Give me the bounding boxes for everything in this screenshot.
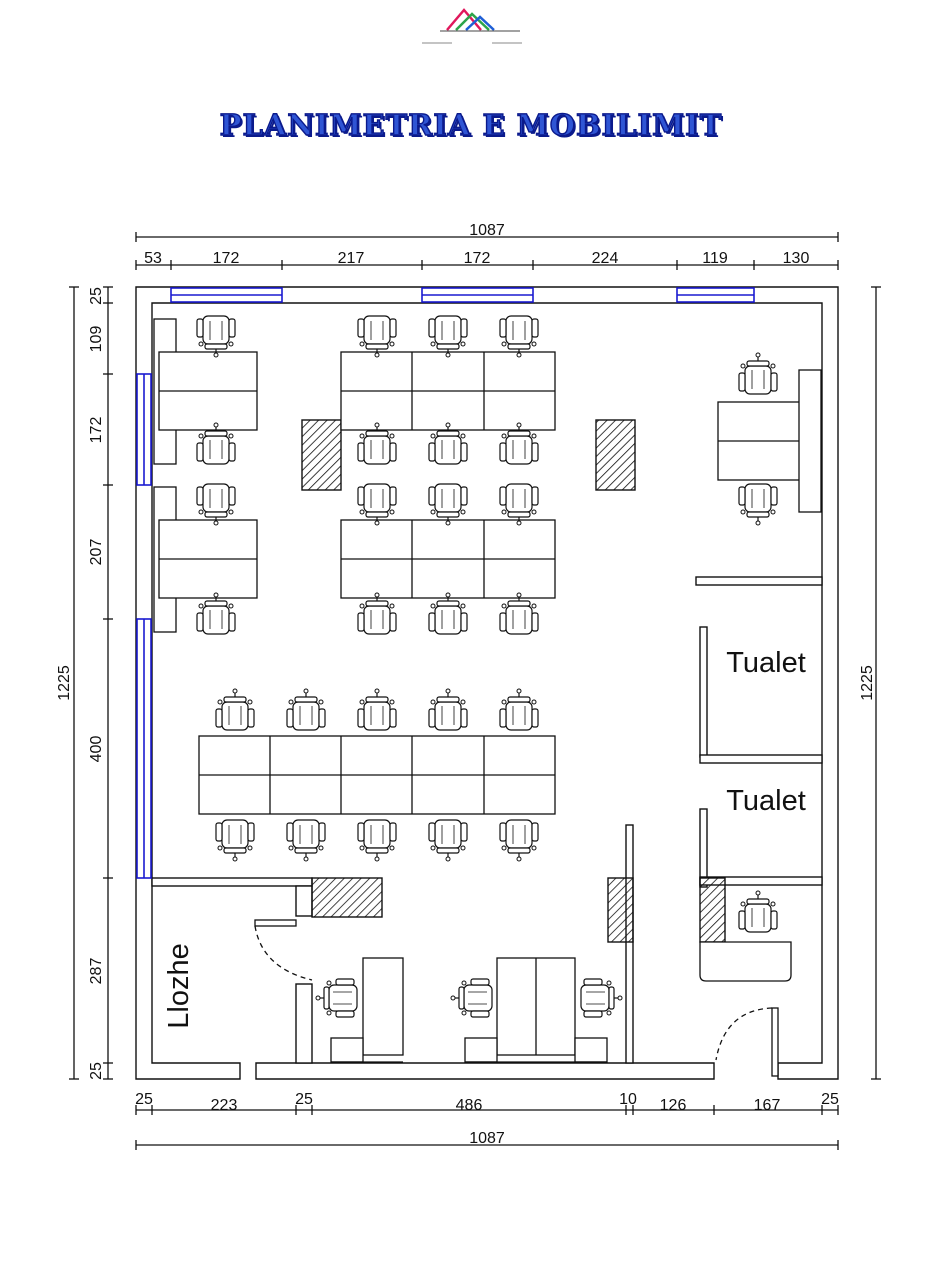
- office-chair: [428, 688, 468, 731]
- door-leaf: [771, 1007, 779, 1077]
- office-chair: [196, 315, 236, 358]
- desk-return: [574, 1037, 608, 1063]
- partition-wall: [699, 754, 823, 764]
- office-chair: [499, 688, 539, 731]
- office-chair: [499, 483, 539, 526]
- partition-wall: [625, 824, 634, 1064]
- dim-left-segment: 287: [88, 958, 105, 985]
- dim-bottom-total: 1087: [469, 1130, 505, 1147]
- dim-left-segment: 400: [88, 736, 105, 763]
- logo-icon: [422, 8, 522, 44]
- dim-top-total: 1087: [469, 222, 505, 239]
- dim-top-segment: 119: [702, 250, 728, 267]
- office-chair: [286, 819, 326, 862]
- office-chair: [286, 688, 326, 731]
- reception-counter: [699, 941, 792, 982]
- dim-top-segment: 130: [783, 250, 810, 267]
- partition-wall: [699, 626, 708, 758]
- partition-wall: [699, 808, 708, 888]
- door-swing: [254, 925, 313, 981]
- dim-bottom-segment: 25: [135, 1091, 153, 1108]
- room-label-lodge: Llozhe: [163, 943, 195, 1028]
- office-chair: [499, 315, 539, 358]
- plan-title: PLANIMETRIA E MOBILIMIT: [219, 107, 723, 142]
- office-chair: [428, 315, 468, 358]
- dim-bottom-segment: 25: [295, 1091, 313, 1108]
- dim-left-segment: 25: [88, 287, 105, 305]
- office-chair: [196, 592, 236, 635]
- column: [301, 419, 342, 491]
- partition-wall: [295, 983, 313, 1064]
- outer-wall: [135, 286, 839, 1080]
- column: [595, 419, 636, 491]
- office-chair: [428, 819, 468, 862]
- dim-right-total: 1225: [859, 665, 876, 701]
- dim-left-total: 1225: [56, 665, 73, 701]
- dim-bottom-segment: 126: [660, 1097, 687, 1114]
- dimension-lines: [69, 232, 881, 1150]
- door-swing: [715, 1007, 773, 1061]
- dim-bottom-segment: 167: [754, 1097, 781, 1114]
- dim-left-segment: 207: [88, 539, 105, 566]
- partition-wall: [695, 576, 823, 586]
- office-chair: [357, 819, 397, 862]
- dim-bottom-segment: 486: [456, 1097, 483, 1114]
- column: [311, 877, 383, 918]
- dim-left-segment: 109: [88, 326, 105, 353]
- office-chair: [738, 352, 778, 395]
- walls: [135, 286, 839, 1080]
- office-chair: [357, 592, 397, 635]
- office-chair: [499, 592, 539, 635]
- desk-return: [464, 1037, 498, 1063]
- desks: [153, 318, 822, 1063]
- column: [607, 877, 634, 943]
- office-chair: [499, 819, 539, 862]
- office-chair: [215, 688, 255, 731]
- desk: [362, 957, 404, 1056]
- dim-top-segment: 53: [144, 250, 162, 267]
- column: [699, 877, 726, 943]
- office-chair: [215, 819, 255, 862]
- office-chair: [450, 978, 493, 1018]
- door-leaf: [254, 919, 297, 927]
- outer-wall: [255, 1062, 715, 1080]
- room-label-toilet: Tualet: [726, 647, 806, 679]
- dim-top-segment: 217: [338, 250, 365, 267]
- office-chair: [428, 483, 468, 526]
- office-chair: [738, 890, 778, 933]
- office-chair: [738, 483, 778, 526]
- office-chair: [315, 978, 358, 1018]
- desk-return: [330, 1037, 364, 1063]
- dim-bottom-segment: 25: [821, 1091, 839, 1108]
- dim-bottom-segment: 10: [619, 1091, 637, 1108]
- room-label-toilet: Tualet: [726, 785, 806, 817]
- dim-left-segment: 25: [88, 1062, 105, 1080]
- office-chair: [428, 592, 468, 635]
- dim-top-segment: 172: [213, 250, 240, 267]
- cabinet: [798, 369, 822, 513]
- office-chair: [357, 483, 397, 526]
- windows: [136, 287, 755, 879]
- office-chair: [357, 315, 397, 358]
- columns: [301, 419, 726, 943]
- dim-top-segment: 172: [464, 250, 491, 267]
- partition-wall: [151, 877, 313, 887]
- office-chair: [357, 688, 397, 731]
- dim-left-segment: 172: [88, 417, 105, 444]
- office-chair: [196, 483, 236, 526]
- doors: [254, 919, 779, 1077]
- dimension-labels: 1087 53 172 217 172 224 119 130 25 223 2…: [56, 222, 876, 1147]
- office-chair: [580, 978, 623, 1018]
- partition-wall: [295, 885, 313, 917]
- dim-bottom-segment: 223: [211, 1097, 238, 1114]
- dim-top-segment: 224: [592, 250, 619, 267]
